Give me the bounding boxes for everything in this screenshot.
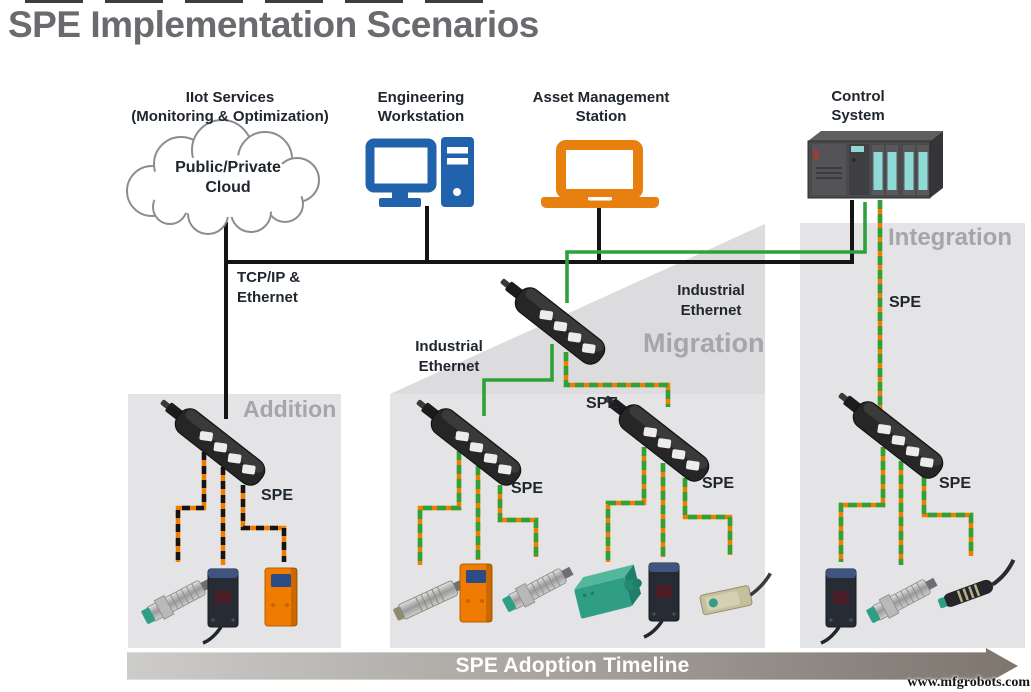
spe-adoption-timeline-arrow: SPE Adoption Timeline: [127, 648, 1018, 684]
top-crop-artifact: [25, 0, 485, 3]
ethernet-bus-line: [226, 200, 854, 264]
control-system-label-line2: System: [831, 107, 885, 124]
addition-title: Addition: [243, 396, 337, 422]
ie-left-line2: Ethernet: [418, 358, 480, 375]
cloud-body-label: Public/Private Cloud: [175, 158, 281, 198]
control-system-label: Control System: [831, 87, 884, 125]
migration-panel: [390, 394, 765, 648]
workstation-label-line2: Workstation: [377, 108, 465, 125]
ie-right-line1: Industrial: [677, 282, 745, 299]
spe-label-integration-top: SPE: [889, 294, 922, 311]
integration-title: Integration: [888, 224, 1012, 251]
watermark: www.mfgrobots.com: [907, 675, 1030, 690]
workstation-icon: [365, 137, 474, 207]
industrial-ethernet-label-left: Industrial Ethernet: [415, 337, 483, 377]
spe-label-migration-left: SPE: [511, 480, 544, 497]
cloud-label-line1: IIot Services: [185, 89, 275, 106]
asset-station-label-line1: Asset Management: [532, 89, 670, 106]
tcpip-label-line2: Ethernet: [237, 289, 298, 306]
workstation-label-line1: Engineering: [377, 89, 465, 106]
spe-label-migration-right: SPE: [702, 475, 735, 492]
cloud-body-line1: Public/Private: [175, 159, 281, 176]
laptop-icon: [541, 140, 659, 208]
integration-panel: [800, 223, 1025, 648]
ie-right-line2: Ethernet: [680, 302, 742, 319]
spe-label-addition: SPE: [261, 487, 294, 504]
migration-title: Migration: [643, 328, 765, 358]
timeline-label: SPE Adoption Timeline: [455, 654, 690, 677]
asset-station-label-line2: Station: [575, 108, 627, 125]
spe-label-integration-bottom: SPE: [939, 475, 972, 492]
spe-label-migration-top: SPE: [586, 395, 619, 412]
workstation-label: Engineering Workstation: [378, 88, 465, 126]
cloud-body-line2: Cloud: [205, 179, 251, 196]
ie-left-line1: Industrial: [415, 338, 483, 355]
page-title: SPE Implementation Scenarios: [8, 4, 539, 45]
cloud-label-line2: (Monitoring & Optimization): [131, 108, 329, 125]
industrial-ethernet-label-right: Industrial Ethernet: [677, 281, 745, 321]
addition-panel: [128, 394, 341, 648]
plc-icon: [807, 131, 943, 199]
spe-switch-migration-top: [492, 268, 611, 370]
asset-station-label: Asset Management Station: [533, 88, 670, 126]
control-system-label-line1: Control: [831, 88, 885, 105]
cloud-label: IIot Services (Monitoring & Optimization…: [131, 88, 328, 126]
tcpip-label-line1: TCP/IP &: [237, 269, 301, 286]
tcpip-label: TCP/IP & Ethernet: [237, 268, 300, 308]
